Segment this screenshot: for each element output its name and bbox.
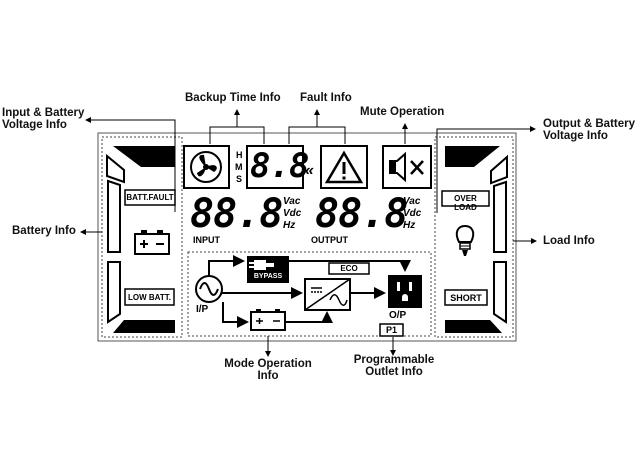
- time-unit-h: H: [236, 150, 243, 160]
- callout-fault: Fault Info: [300, 92, 352, 104]
- output-digits: 88.8: [315, 191, 408, 237]
- output-label: OUTPUT: [311, 235, 348, 245]
- bulb-icon: [455, 224, 475, 256]
- load-level-bar-bottom: [445, 320, 502, 333]
- battery-level-bar-bottom: [113, 320, 175, 333]
- battery-level-bar-top: [113, 146, 175, 167]
- eco-label: ECO: [340, 264, 358, 273]
- lcd-frame: [97, 132, 517, 342]
- short-label: SHORT: [450, 293, 482, 303]
- time-unit-s: S: [236, 174, 243, 184]
- battery-icon: [134, 230, 170, 255]
- output-unit-vdc: Vdc: [403, 208, 422, 219]
- p1-box: [379, 323, 404, 337]
- battery-level-bar-left: [107, 179, 121, 253]
- ac-source-icon: [195, 275, 223, 303]
- output-unit-hz: Hz: [403, 220, 416, 231]
- batt-fault-label: BATT.FAULT: [126, 193, 174, 202]
- outlet-icon: [388, 275, 422, 308]
- p1-label: P1: [385, 325, 397, 335]
- battery-panel: [101, 136, 183, 338]
- mode-area: [187, 251, 432, 337]
- low-batt-box: [124, 288, 175, 306]
- callout-backup-time: Backup Time Info: [185, 92, 281, 104]
- callout-load: Load Info: [543, 235, 595, 247]
- ip-label: I/P: [196, 304, 209, 315]
- input-unit-vac: Vac: [283, 196, 301, 207]
- callout-mute: Mute Operation: [360, 106, 445, 118]
- load-level-bar-top: [445, 146, 500, 167]
- backup-time-digits: 8.8: [250, 146, 309, 186]
- eco-box: [328, 262, 370, 275]
- mode-battery-icon: [250, 309, 286, 331]
- mute-speaker-icon: [382, 145, 432, 189]
- time-unit-m: M: [235, 162, 243, 172]
- op-label: O/P: [389, 310, 407, 321]
- input-label: INPUT: [193, 235, 220, 245]
- input-unit-vdc: Vdc: [283, 208, 302, 219]
- input-unit-hz: Hz: [283, 220, 296, 231]
- output-unit-vac: Vac: [403, 196, 421, 207]
- fault-warning-icon: [320, 145, 368, 189]
- inverter-icon: [304, 278, 351, 311]
- load-panel: [434, 136, 514, 338]
- fan-icon: [183, 145, 230, 189]
- over-load-box: [441, 190, 490, 207]
- mode-flow-arrows: [208, 255, 411, 328]
- over-load-label: OVER LOAD: [454, 194, 477, 212]
- backup-time-box: [246, 145, 304, 189]
- short-box: [444, 289, 488, 306]
- low-batt-label: LOW BATT.: [128, 293, 171, 302]
- double-arrow-icon: «: [305, 162, 314, 179]
- callout-leaders: [80, 109, 537, 357]
- plug-icon: [247, 256, 289, 283]
- input-digits: 88.8: [190, 191, 283, 237]
- bypass-label: BYPASS: [253, 273, 283, 280]
- callout-battery: Battery Info: [12, 225, 76, 237]
